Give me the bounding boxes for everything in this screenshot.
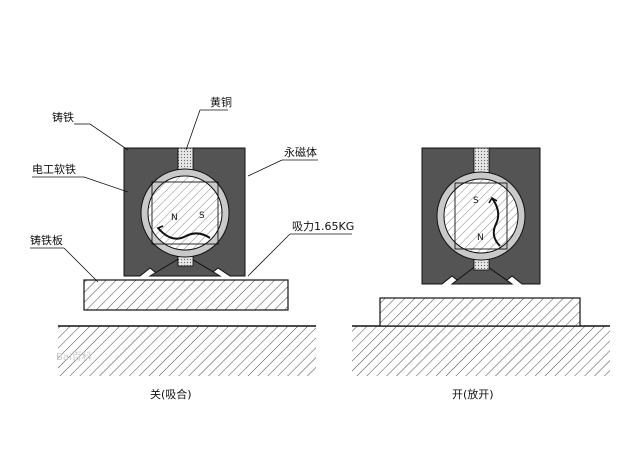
closed-state-assembly: N S 铸铁 黄铜 永磁体 电工软铁 吸力1.65KG 铸铁板 关(吸合) xyxy=(30,95,354,401)
callouts-closed: 铸铁 黄铜 永磁体 电工软铁 吸力1.65KG 铸铁板 xyxy=(30,95,354,283)
pole-s-open: S xyxy=(473,196,479,206)
flux-arrow-closed xyxy=(157,227,211,240)
cast-iron-plate-right xyxy=(379,297,581,327)
label-soft-iron: 电工软铁 xyxy=(32,162,76,176)
caption-closed: 关(吸合) xyxy=(150,387,192,401)
label-suction-force: 吸力1.65KG xyxy=(292,220,354,233)
pole-n-open: N xyxy=(477,233,484,243)
open-state-assembly: S N 开(放开) xyxy=(352,147,610,401)
watermark: Bai百科 xyxy=(56,350,92,363)
caption-open: 开(放开) xyxy=(452,387,494,401)
ground-left xyxy=(58,325,316,376)
pole-n-closed: N xyxy=(171,213,178,223)
label-cast-iron-plate: 铸铁板 xyxy=(30,233,63,247)
label-brass: 黄铜 xyxy=(210,95,232,109)
pole-s-closed: S xyxy=(199,211,205,221)
cast-iron-plate xyxy=(83,279,289,311)
label-cast-iron: 铸铁 xyxy=(52,110,74,124)
permanent-magnet-closed xyxy=(147,175,223,251)
magnet-housing-left: N S xyxy=(123,147,246,277)
permanent-magnet-open xyxy=(443,178,519,254)
ground-right xyxy=(352,325,610,376)
label-permanent-magnet: 永磁体 xyxy=(284,145,317,159)
magnet-housing-right: S N xyxy=(421,147,541,285)
flux-arrow-open xyxy=(491,197,501,247)
brass-insert-top-right xyxy=(473,147,490,175)
